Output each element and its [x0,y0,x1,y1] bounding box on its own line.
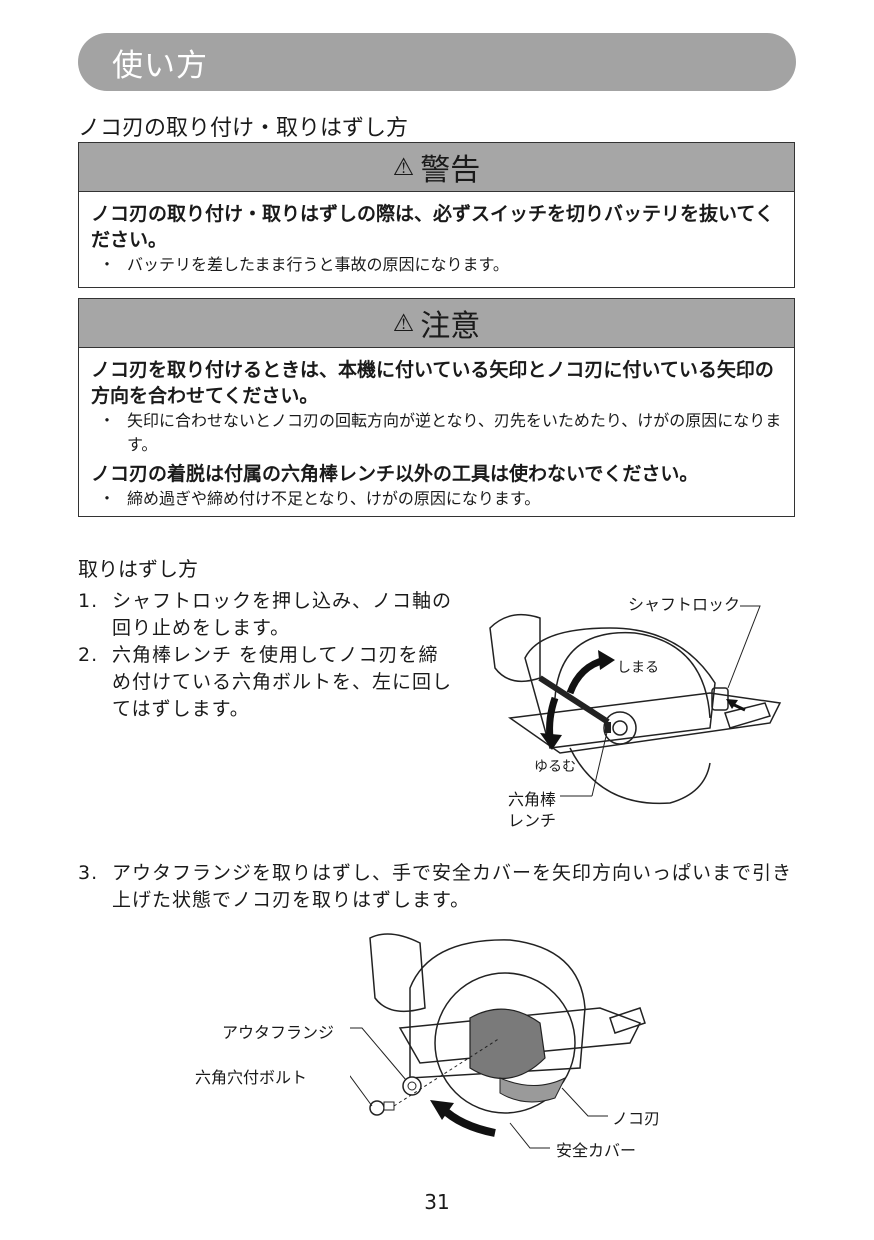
caution-title: 注意 [420,309,481,344]
lower-blade [569,747,711,805]
warning-text: ノコ刃の取り付け・取りはずしの際は、必ずスイッチを切りバッテリを抜いてください。 [91,203,774,251]
saw-blade [434,972,576,1114]
label-hex-wrench-1: 六角棒 [508,790,557,809]
saw-body [524,627,716,749]
caution-text-1: ノコ刃を取り付けるときは、本機に付いている矢印とノコ刃に付いている矢印の方向を合… [91,359,774,407]
label-loosen: ゆるむ [534,759,576,775]
lift-arrow [439,1105,496,1137]
outer-flange [402,1076,422,1096]
steps-1-2: 1.シャフトロックを押し込み、ノコ軸の回り止めをします。 2.六角棒レンチ を使… [78,588,458,723]
loosen-arrow [546,696,559,739]
step-3: 3.アウタフランジを取りはずし、手で安全カバーを矢印方向いっぱいまで引き上げた状… [78,862,793,911]
figure-blade-removal [350,933,646,1149]
label-shaft-lock: シャフトロック [628,595,741,614]
safety-cover [499,1076,567,1103]
page-number: 31 [424,1190,450,1214]
warning-header: ⚠ 警告 [79,143,794,192]
blade-guard [554,631,711,719]
section-title: ノコ刃の取り付け・取りはずし方 [78,116,409,141]
label-outer-flange: アウタフランジ [222,1023,335,1042]
removal-title: 取りはずし方 [78,557,198,581]
page-title: 使い方 [112,48,208,84]
warning-title: 警告 [420,153,481,188]
hex-wrench [538,675,610,725]
warning-triangle-icon: ⚠ [392,309,415,337]
step-2: 2.六角棒レンチ を使用してノコ刃を締め付けている六角ボルトを、左に回してはずし… [78,644,453,720]
saw-body [409,939,586,1079]
label-tighten: しまる [617,660,659,676]
base-plate [398,1007,642,1064]
label-hex-bolt: 六角穴付ボルト [195,1068,308,1087]
caution-header: ⚠ 注意 [79,299,794,348]
label-hex-wrench-2: レンチ [508,811,557,830]
step-1: 1.シャフトロックを押し込み、ノコ軸の回り止めをします。 [78,590,453,639]
header-bar [78,33,796,91]
caution-bullet-2: ・締め過ぎや締め付け不足となり、けがの原因になります。 [99,489,541,508]
warning-bullet: ・バッテリを差したまま行うと事故の原因になります。 [99,255,509,274]
label-saw-blade: ノコ刃 [612,1109,661,1128]
warning-triangle-icon: ⚠ [392,153,415,181]
hex-bolt [369,1100,395,1116]
warning-box: ⚠ 警告 ノコ刃の取り付け・取りはずしの際は、必ずスイッチを切りバッテリを抜いて… [78,142,795,288]
caution-text-2: ノコ刃の着脱は付属の六角棒レンチ以外の工具は使わないでください。 [91,463,699,485]
motor-housing [369,933,426,1013]
figure-shaft-lock [489,605,782,805]
caution-bullet-1: ・矢印に合わせないとノコ刃の回転方向が逆となり、刃先をいためたり、けがの原因にな… [99,411,782,454]
step-3-container: 3.アウタフランジを取りはずし、手で安全カバーを矢印方向いっぱいまで引き上げた状… [78,860,808,914]
label-safety-cover: 安全カバー [556,1141,637,1160]
caution-box: ⚠ 注意 ノコ刃を取り付けるときは、本機に付いている矢印とノコ刃に付いている矢印… [78,298,795,517]
blade-face [469,1008,546,1079]
shaft-lock-knob [711,687,729,711]
